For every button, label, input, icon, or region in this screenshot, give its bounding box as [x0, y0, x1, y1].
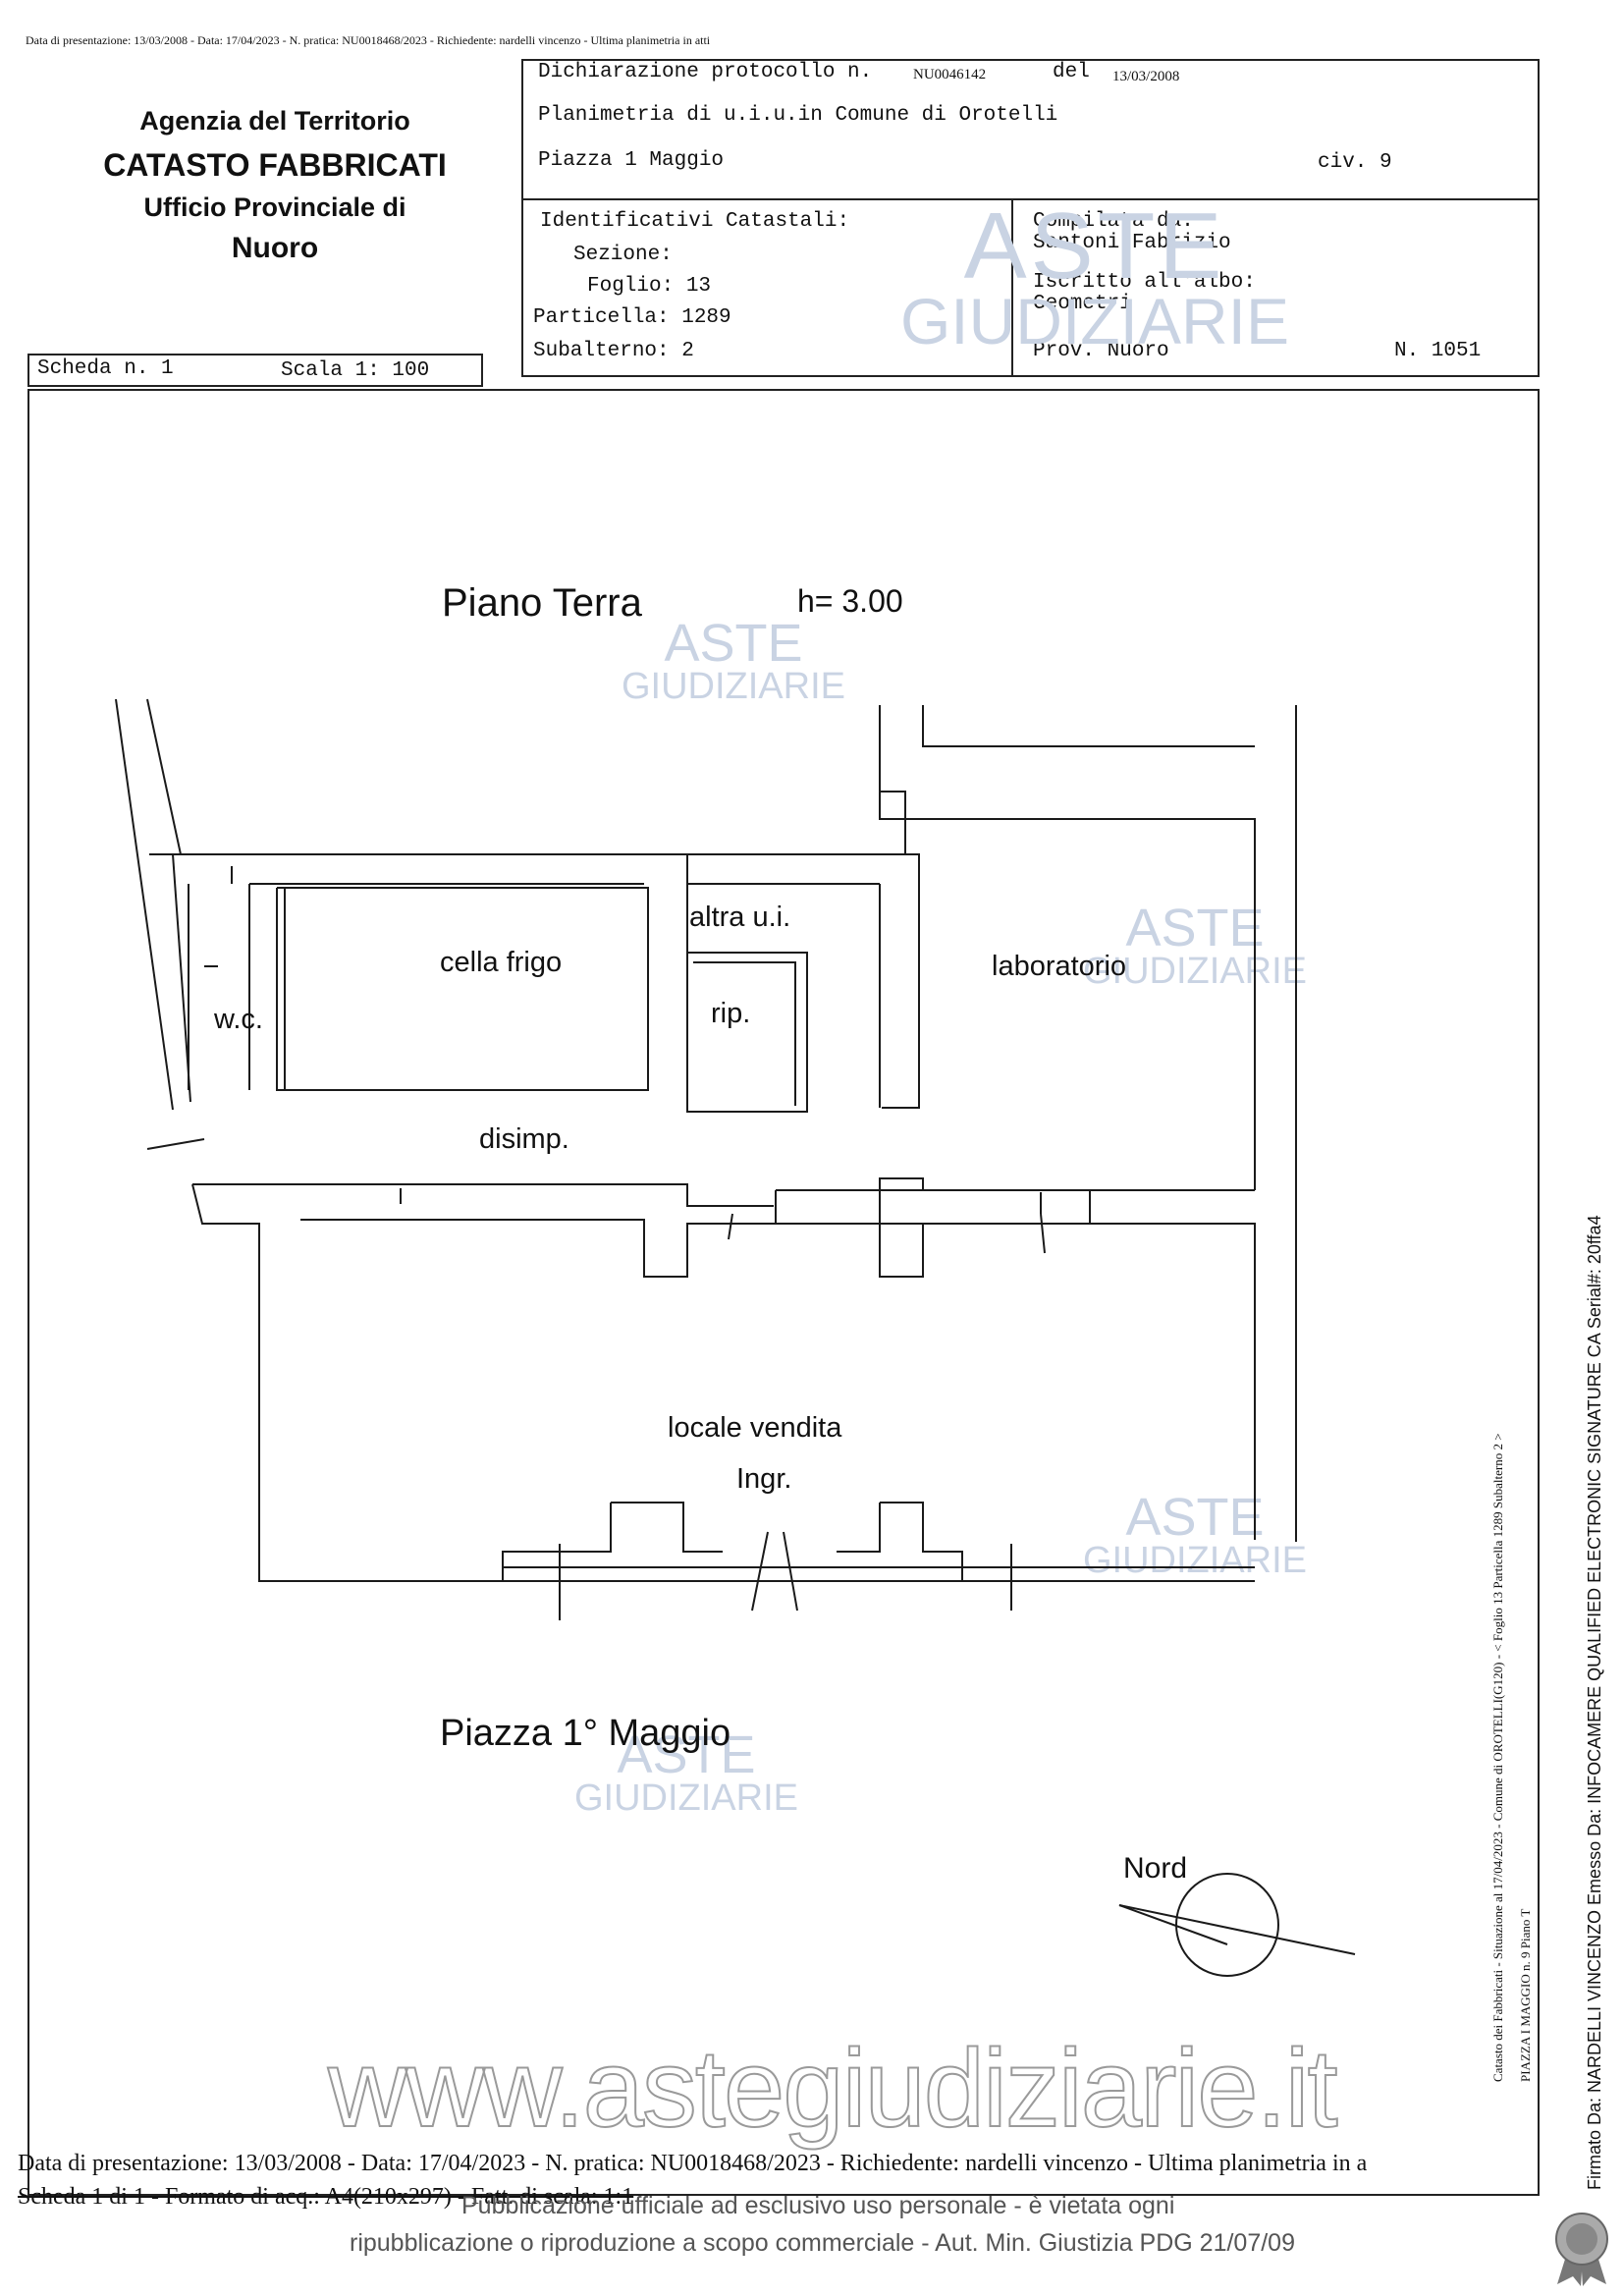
footer-notice-1: Pubblicazione ufficiale ad esclusivo uso… — [461, 2192, 1175, 2219]
subalterno: Subalterno: 2 — [533, 340, 694, 362]
street-label: Piazza 1° Maggio — [440, 1713, 731, 1754]
website-watermark: www.astegiudiziarie.it — [327, 2026, 1339, 2151]
dichiarazione-label: Dichiarazione protocollo n. — [538, 61, 873, 83]
room-wc: w.c. — [214, 1004, 263, 1035]
watermark-header: ASTE GIUDIZIARIE — [879, 193, 1311, 358]
watermark-plan-2: ASTE GIUDIZIARIE — [1082, 899, 1308, 993]
office-city: Nuoro — [231, 232, 319, 264]
iscritto-label: Iscritto all'albo: — [1033, 271, 1256, 294]
height-label: h= 3.00 — [797, 583, 903, 619]
watermark-giudiziarie: GIUDIZIARIE — [1082, 1540, 1308, 1582]
watermark-aste: ASTE — [963, 193, 1226, 299]
seal-icon — [1555, 2213, 1608, 2286]
side-address-text: PIAZZA I MAGGIO n. 9 Piano T — [1518, 1908, 1533, 2082]
scala-label: Scala 1: 100 — [281, 359, 430, 382]
compilata-title: Compilata da: — [1033, 210, 1194, 233]
room-locale-vendita: locale vendita — [668, 1412, 842, 1444]
watermark-plan-3: ASTE GIUDIZIARIE — [1082, 1488, 1308, 1582]
watermark-plan-1: ASTE GIUDIZIARIE — [621, 614, 846, 708]
watermark-aste: ASTE — [1125, 1488, 1265, 1547]
watermark-aste: ASTE — [664, 614, 803, 673]
address-line: Piazza 1 Maggio — [538, 149, 725, 172]
agency-name: Agenzia del Territorio — [139, 106, 410, 136]
civico: civ. 9 — [1318, 151, 1392, 174]
header-divider — [1011, 198, 1013, 377]
top-presentation-line: Data di presentazione: 13/03/2008 - Data… — [26, 33, 711, 47]
del-label: del — [1053, 61, 1090, 83]
header-box-bottom — [521, 198, 1540, 377]
room-ingresso: Ingr. — [736, 1463, 792, 1495]
piano-label: Piano Terra — [442, 581, 642, 625]
planimetria-line: Planimetria di u.i.u.in Comune di Orotel… — [538, 104, 1058, 127]
foglio: Foglio: 13 — [587, 275, 712, 298]
watermark-aste: ASTE — [1125, 899, 1265, 957]
catasto-title: CATASTO FABBRICATI — [103, 147, 447, 183]
scheda-box — [27, 354, 483, 387]
room-disimp: disimp. — [479, 1123, 569, 1155]
particella: Particella: 1289 — [533, 306, 731, 329]
watermark-plan-4: ASTE GIUDIZIARIE — [573, 1725, 799, 1820]
compilatore-name: Santoni Fabrizio — [1033, 232, 1231, 254]
office-label: Ufficio Provinciale di — [143, 192, 406, 222]
footer-notice-2: ripubblicazione o riproduzione a scopo c… — [350, 2229, 1295, 2257]
room-rip: rip. — [711, 998, 751, 1029]
drawing-frame — [27, 389, 1540, 2196]
albo-number: N. 1051 — [1394, 340, 1482, 362]
room-laboratorio: laboratorio — [992, 951, 1127, 982]
watermark-aste: ASTE — [617, 1725, 756, 1784]
footer-presentation-line: Data di presentazione: 13/03/2008 - Data… — [18, 2151, 1368, 2176]
watermark-giudiziarie: GIUDIZIARIE — [621, 666, 846, 708]
identificativi-title: Identificativi Catastali: — [540, 210, 850, 233]
footer-scheda-line: Scheda 1 di 1 - Formato di acq.: A4(210x… — [18, 2184, 634, 2210]
watermark-giudiziarie: GIUDIZIARIE — [899, 285, 1290, 358]
provincia: Prov. Nuoro — [1033, 340, 1169, 362]
watermark-giudiziarie: GIUDIZIARIE — [573, 1777, 799, 1820]
sezione: Sezione: — [573, 244, 673, 266]
del-date: 13/03/2008 — [1112, 69, 1180, 84]
side-signature: Firmato Da: NARDELLI VINCENZO Emesso Da:… — [1585, 1215, 1604, 2190]
north-label: Nord — [1123, 1852, 1188, 1885]
room-altra-ui: altra u.i. — [689, 902, 791, 933]
side-catasto-text: Catasto dei Fabbricati - Situazione al 1… — [1490, 1433, 1505, 2082]
scheda-label: Scheda n. 1 — [37, 357, 174, 380]
watermark-giudiziarie: GIUDIZIARIE — [1082, 951, 1308, 993]
albo: Geometri — [1033, 293, 1132, 315]
room-cella-frigo: cella frigo — [440, 947, 563, 978]
protocollo-number: NU0046142 — [913, 67, 987, 82]
